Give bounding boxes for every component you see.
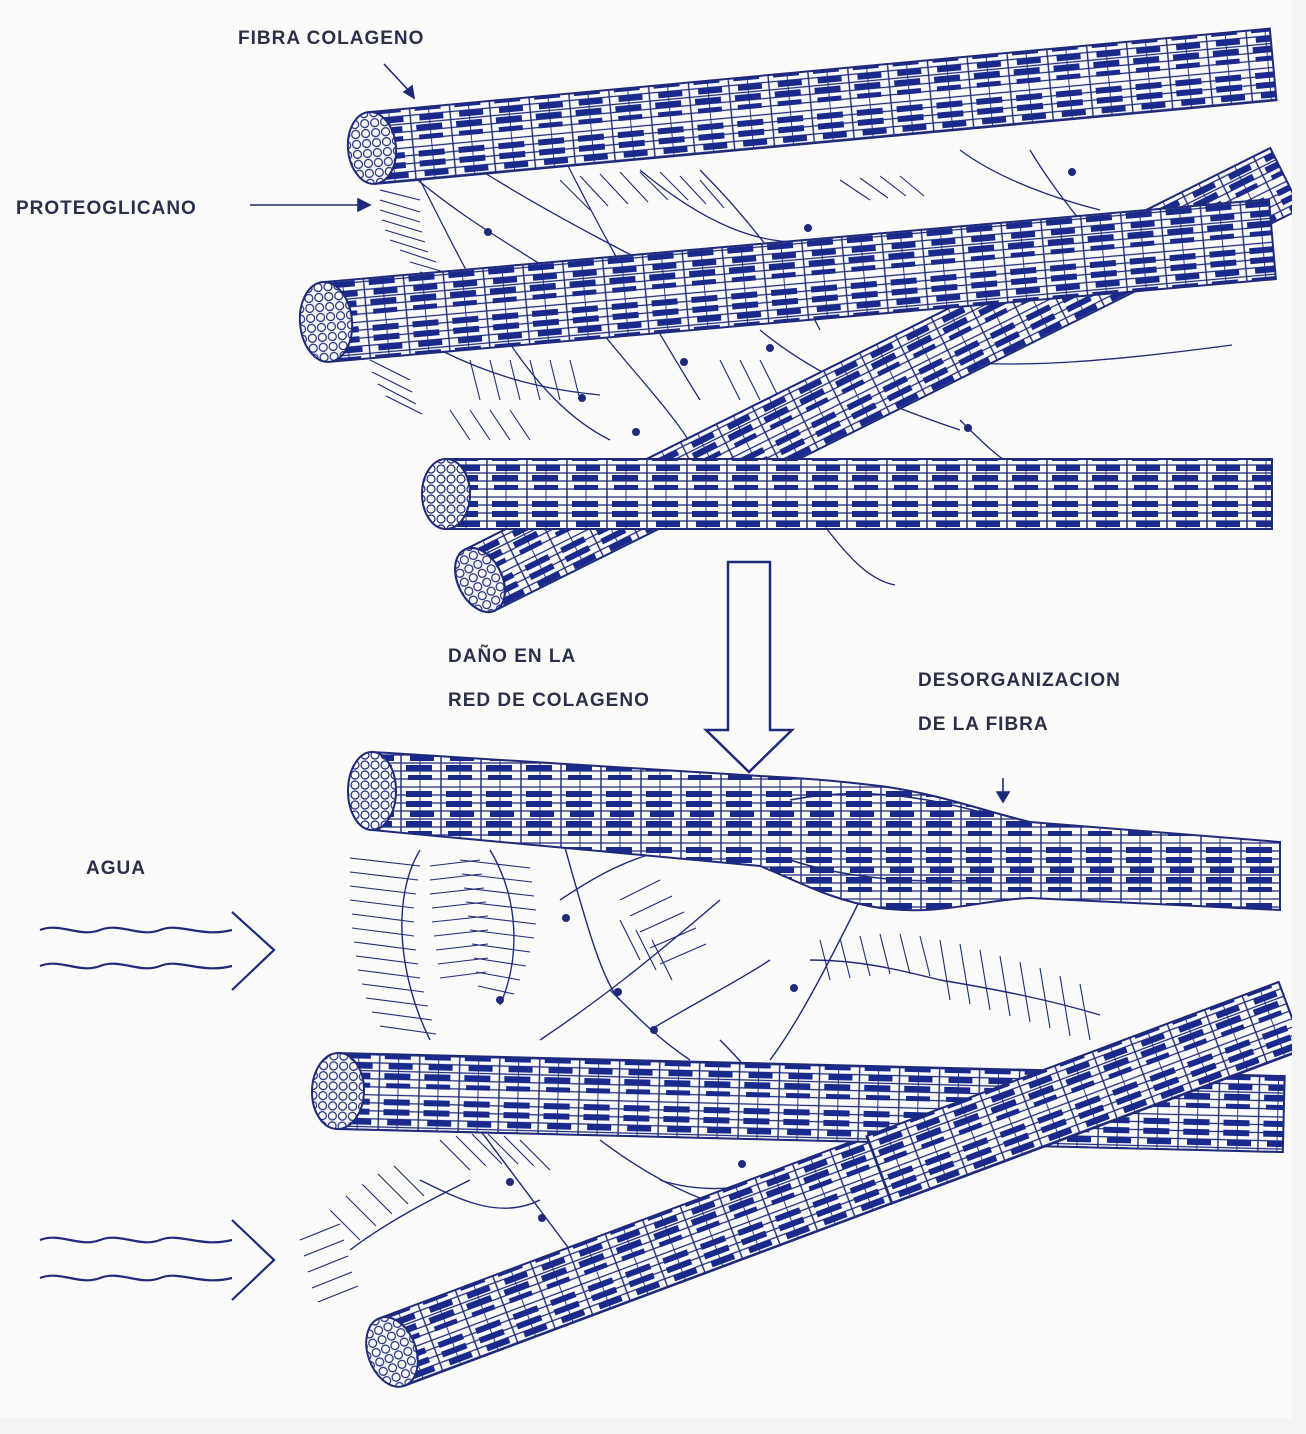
image-border-bottom (0, 1418, 1306, 1434)
upper-fiber-3 (422, 459, 1272, 529)
disorganization-label-line2: DE LA FIBRA (918, 714, 1049, 736)
water-label: AGUA (86, 858, 146, 880)
collagen-fiber-label: FIBRA COLAGENO (238, 28, 424, 50)
disorganization-label-line1: DESORGANIZACION (918, 670, 1121, 692)
damage-label-line1: DAÑO EN LA (448, 646, 576, 668)
damage-label-line2: RED DE COLAGENO (448, 690, 650, 712)
image-border-right (1292, 0, 1306, 1434)
proteoglycan-label: PROTEOGLICANO (16, 198, 197, 220)
